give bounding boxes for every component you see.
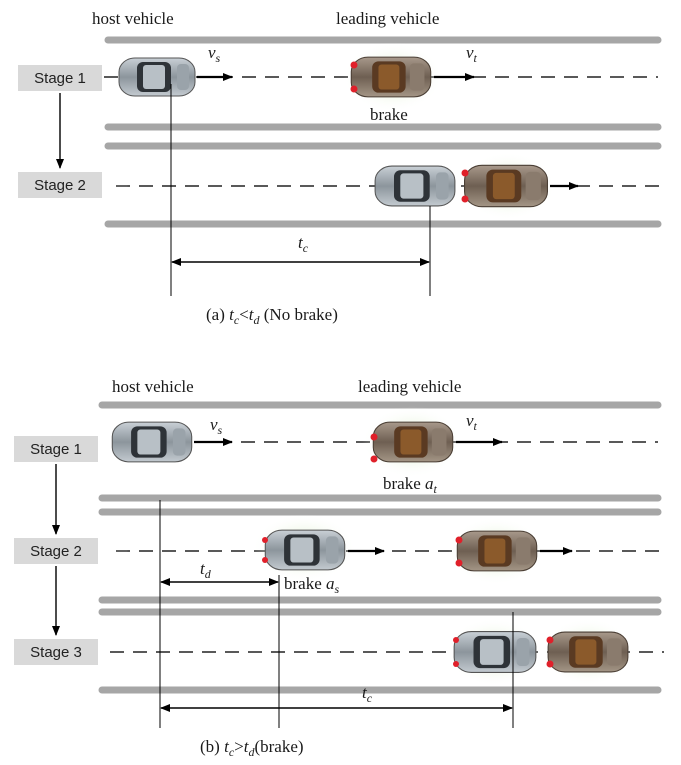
leading-vehicle-label: leading vehicle [336,9,439,28]
host-car [453,631,537,673]
host-car [118,57,196,97]
brake-light [262,537,268,543]
caption-a: (a) tc<td (No brake) [206,305,338,327]
stage-1-box [18,65,102,91]
brake-light [461,195,469,203]
brake-light [370,455,378,463]
brake-light [370,433,378,441]
leading-vehicle-label: leading vehicle [358,377,461,396]
vt-label: vt [466,411,478,433]
stage-2-label: Stage 2 [30,543,82,560]
stage-1-label: Stage 1 [34,70,86,87]
panel-a: host vehicle leading vehicle Stage 1 Sta… [18,9,664,327]
leading-car [372,421,454,463]
stage-2-box [18,172,102,198]
brake-label: brake [370,105,408,124]
host-car [264,529,346,571]
host-car [374,165,456,207]
tc-label: tc [362,683,373,705]
brake-light [455,559,463,567]
host-vehicle-label: host vehicle [112,377,194,396]
stage-2-label: Stage 2 [34,177,86,194]
vt-label: vt [466,43,478,65]
stage-1-label: Stage 1 [30,441,82,458]
leading-car [350,56,432,98]
caption-b: (b) tc>td(brake) [200,737,304,759]
brake-at-label: brake at [383,474,438,496]
td-label: td [200,559,212,581]
brake-light [350,85,358,93]
tc-label: tc [298,233,309,255]
stage-3-label: Stage 3 [30,644,82,661]
vs-label: vs [208,43,221,65]
stage-3-box [14,639,98,665]
leading-car [456,530,538,572]
stage-1-box [14,436,98,462]
brake-as-label: brake as [284,574,340,596]
brake-light [453,661,459,667]
leading-car [463,164,549,208]
brake-light [453,637,459,643]
brake-light [455,536,463,544]
host-vehicle-label: host vehicle [92,9,174,28]
brake-light [461,169,469,177]
host-car [111,421,193,463]
brake-light [546,636,554,644]
brake-light [350,61,358,69]
vs-label: vs [210,415,223,437]
brake-light [262,557,268,563]
stage-2-box [14,538,98,564]
brake-light [546,660,554,668]
leading-car [547,631,629,673]
panel-b: host vehicle leading vehicle Stage 1 Sta… [14,377,664,759]
